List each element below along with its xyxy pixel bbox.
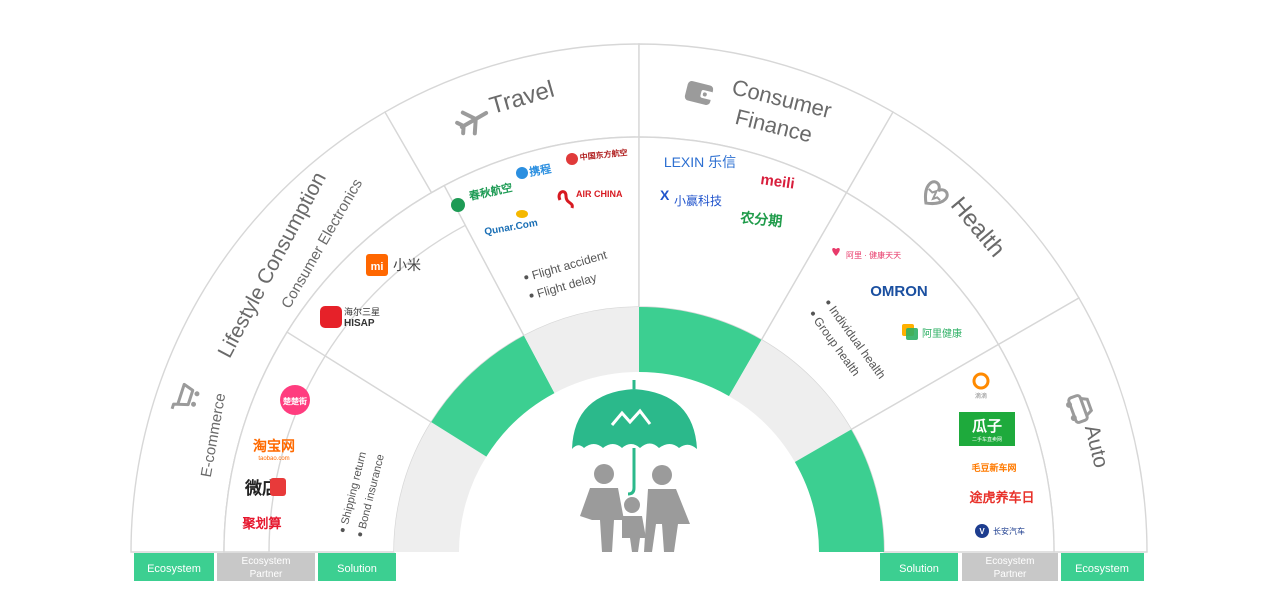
xiaoying-logo: X 小赢科技 [660,187,722,208]
left-solution-box [318,553,396,581]
maodou-logo: 毛豆新车网 [971,462,1016,473]
right-partner-label-2: Partner [994,569,1027,580]
car-icon [1066,394,1094,424]
tmall-health-logo: 阿里 · 健康天天 [832,247,901,260]
right-ecosystem-box [1061,553,1144,581]
right-partner-label: Ecosystem [986,556,1035,567]
ctrip-logo: 携程 [516,161,552,179]
left-ecosystem-box [134,553,214,581]
right-ecosystem-label: Ecosystem [1075,563,1129,575]
svg-text:瓜子: 瓜子 [972,418,1002,435]
svg-text:阿里健康: 阿里健康 [922,327,962,340]
svg-text:海尔三星: 海尔三星 [344,306,380,317]
left-partner-label-2: Partner [250,569,283,580]
svg-text:taobao.com: taobao.com [258,456,289,462]
svg-text:meili: meili [759,171,795,193]
hisap-logo: 海尔三星 HISAP [320,306,380,329]
right-partner-box [962,553,1058,581]
svg-text:农分期: 农分期 [739,209,783,229]
svg-text:AIR CHINA: AIR CHINA [576,189,623,199]
juhuasuan-logo: 聚划算 [241,516,281,531]
electronics-solution-sector [431,335,555,457]
svg-text:LEXIN 乐信: LEXIN 乐信 [664,154,736,170]
auto-solution-sector [794,429,884,552]
auto-solution: Baobiao Auto [901,439,935,493]
left-partner-label: Ecosystem [242,556,291,567]
solution-auto: Auto [901,448,918,474]
svg-text:X: X [660,187,670,203]
svg-text:滴滴: 滴滴 [975,392,987,400]
airplane-icon [455,110,489,136]
svg-text:阿里 · 健康天天: 阿里 · 健康天天 [846,250,901,260]
finance-solution-sector [639,307,762,397]
heart-icon [923,180,949,206]
svg-text:小赢科技: 小赢科技 [674,193,722,208]
omron-logo: OMRON [870,283,928,300]
svg-text:V: V [979,527,985,536]
wallet-icon [684,81,714,105]
airchina-logo: AIR CHINA [557,189,623,209]
meili-logo: meili [759,171,795,193]
svg-text:淘宝网: 淘宝网 [253,438,295,454]
right-solution-label: Solution [899,563,939,575]
alihealth-logo: 阿里健康 [902,324,962,340]
svg-text:长安汽车: 长安汽车 [993,526,1025,536]
tuhu-logo: 途虎养车日 [969,490,1034,505]
svg-text:mi: mi [371,261,384,273]
fenqile-logo: 农分期 [739,209,783,229]
left-ecosystem-label: Ecosystem [147,563,201,575]
taobao-logo: 淘宝网 taobao.com [253,438,295,462]
svg-text:HISAP: HISAP [344,318,375,329]
svg-text:携程: 携程 [528,161,552,179]
didi-logo: 滴滴 [972,372,990,400]
weidian-logo: 微店 [244,478,286,498]
solution-baobiao: Baobiao [916,447,935,493]
cart-icon [170,382,200,410]
left-partner-box [217,553,315,581]
lexin-logo: LEXIN 乐信 [664,154,736,170]
svg-text:小米: 小米 [393,257,421,273]
changan-logo: V 长安汽车 [975,524,1025,538]
svg-text:楚楚街: 楚楚街 [282,396,307,406]
xiaomi-logo: mi 小米 [366,254,421,276]
svg-text:二手车直卖网: 二手车直卖网 [972,436,1002,443]
bottom-labels: Ecosystem Ecosystem Partner Solution Sol… [134,553,1144,581]
health-solution-sector [729,339,852,462]
travel-solution-sector [523,307,639,394]
umbrella-family-icon [572,380,697,552]
diagram-rings [130,43,1148,553]
left-solution-label: Solution [337,563,377,575]
guazi-logo: 瓜子 二手车直卖网 [959,412,1015,446]
chuchu-logo: 楚楚街 [280,385,310,415]
right-solution-box [880,553,958,581]
ecommerce-solution-sector [394,422,487,552]
